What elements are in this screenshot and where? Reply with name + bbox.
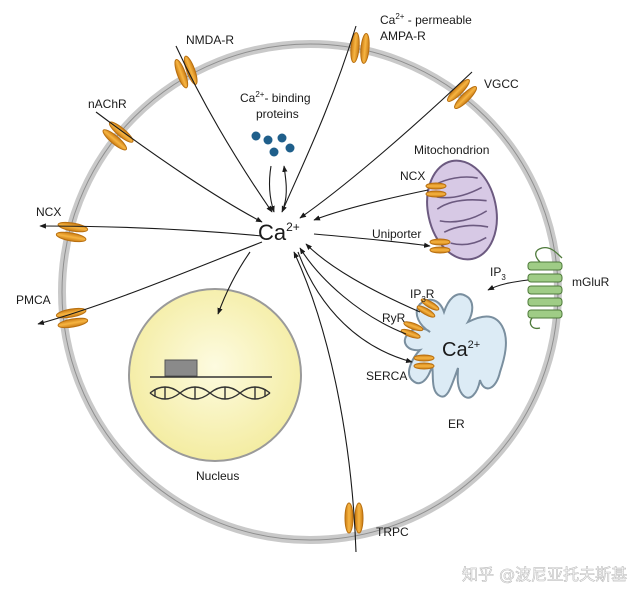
arrow-uniporter: [313, 233, 431, 248]
label-binding-proteins-line1: Ca2+- binding: [240, 90, 311, 105]
mito-ncx-transporter: [425, 182, 447, 198]
label-pmca: PMCA: [16, 293, 51, 307]
arrow-binding-up: [282, 165, 288, 207]
gene-box: [164, 359, 198, 377]
label-ampa-r-line2: AMPA-R: [380, 29, 426, 43]
label-ca-cytosol: Ca2+: [258, 220, 300, 245]
ip3r-channel: [416, 298, 440, 318]
label-uniporter: Uniporter: [372, 227, 421, 241]
label-mglur: mGluR: [572, 275, 610, 289]
arrow-nmda: [175, 45, 273, 213]
label-nmda-r: NMDA-R: [186, 33, 234, 47]
arrow-ip3-mglur: [487, 279, 529, 291]
channel-nmda: [174, 55, 198, 89]
arrow-mito-ncx: [313, 189, 429, 221]
label-binding-proteins-line2: proteins: [256, 107, 299, 121]
calcium-binding-proteins: [251, 131, 295, 157]
serca-pump: [413, 354, 435, 370]
arrow-trpc: [293, 251, 357, 553]
channel-ampa: [350, 32, 370, 64]
label-serca: SERCA: [366, 369, 407, 383]
arrow-vgcc: [299, 71, 473, 219]
arrow-to-nucleus: [217, 251, 251, 315]
channel-trpc: [344, 502, 364, 534]
label-mitochondrion: Mitochondrion: [414, 143, 489, 157]
arrow-binding-down: [269, 165, 275, 213]
arrow-ncx-out: [39, 223, 263, 237]
label-ampa-r-line1: Ca2+ - permeable: [380, 12, 472, 27]
mglur-receptor: [527, 246, 563, 330]
uniporter-transporter: [429, 238, 451, 254]
arrow-serca: [297, 251, 413, 364]
arrow-ryr: [299, 247, 407, 335]
arrow-ampa: [281, 25, 357, 213]
arrow-nachr: [95, 111, 263, 223]
label-vgcc: VGCC: [484, 77, 519, 91]
endoplasmic-reticulum: [403, 293, 507, 399]
label-ip3: IP3: [490, 265, 506, 282]
label-trpc: TRPC: [376, 525, 409, 539]
label-mito-ncx: NCX: [400, 169, 425, 183]
label-nachr: nAChR: [88, 97, 127, 111]
arrow-ip3r: [305, 243, 421, 313]
label-ca-er: Ca2+: [442, 339, 480, 361]
dna-helix: [149, 386, 271, 400]
label-ncx: NCX: [36, 205, 61, 219]
label-ryr: RyR: [382, 311, 406, 325]
nucleus: [128, 288, 302, 462]
flux-arrows: [37, 25, 529, 553]
label-er: ER: [448, 417, 465, 431]
ryr-channel: [400, 321, 424, 339]
label-nucleus: Nucleus: [196, 469, 239, 483]
watermark: 知乎 @波尼亚托夫斯基: [462, 565, 627, 584]
channel-pmca: [55, 307, 89, 329]
channel-ncx: [55, 221, 89, 243]
arrow-pmca-out: [37, 241, 263, 325]
label-ip3r: IP3R: [410, 287, 435, 304]
